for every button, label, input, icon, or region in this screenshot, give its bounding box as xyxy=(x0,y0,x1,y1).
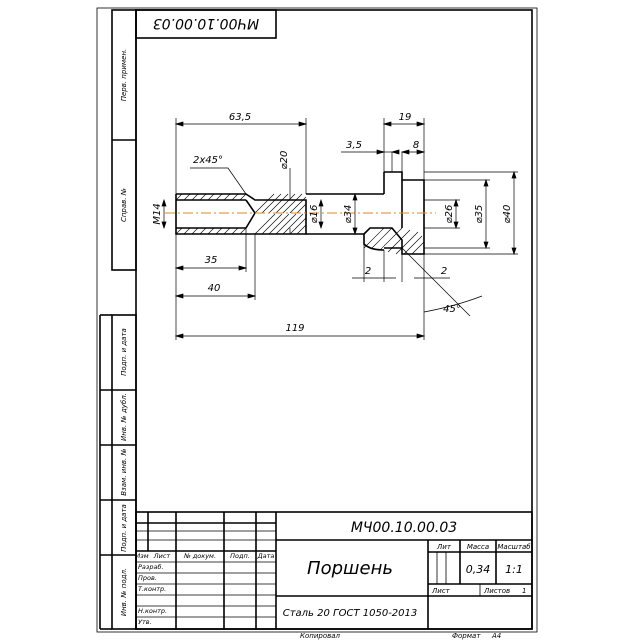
tb-nkontr: Н.контр. xyxy=(138,607,167,615)
part-name: Поршень xyxy=(307,558,393,579)
mass-value: 0,34 xyxy=(466,563,491,576)
dim-19: 19 xyxy=(399,112,412,123)
side-label-podp-data-2: Подп. и дата xyxy=(120,504,128,552)
part-drawing xyxy=(165,171,436,255)
side-label-sprav-no: Справ. № xyxy=(120,188,128,222)
sheets-count: 1 xyxy=(522,587,526,595)
dim-dia-34: ⌀34 xyxy=(343,205,354,224)
side-strip: Перв. примен. Справ. № Подп. и дата Инв.… xyxy=(99,9,137,630)
dim-119: 119 xyxy=(285,323,304,334)
dimension-lines xyxy=(161,118,518,340)
side-label-podp-data-1: Подп. и дата xyxy=(120,328,128,376)
dim-dia-35: ⌀35 xyxy=(474,205,485,224)
side-label-inv-dubl: Инв. № дубл. xyxy=(120,393,128,441)
tb-col-date: Дата xyxy=(257,552,275,560)
tb-col-izm: Изм xyxy=(135,552,148,560)
dim-dia-40: ⌀40 xyxy=(502,205,513,224)
tb-col-sign: Подп. xyxy=(230,552,250,560)
tb-tkontr: Т.контр. xyxy=(138,585,166,593)
tb-utv: Утв. xyxy=(138,618,152,626)
dim-dia-26: ⌀26 xyxy=(444,205,455,224)
dimension-labels: 63,5 19 3,5 8 2x45° ⌀20 М14 ⌀16 ⌀34 ⌀26 … xyxy=(152,112,513,334)
dim-dia-20: ⌀20 xyxy=(279,151,290,170)
dim-8: 8 xyxy=(413,140,419,151)
dim-angle-45: 45° xyxy=(443,304,461,315)
tb-col-list: Лист xyxy=(153,552,171,560)
side-label-vzam-inv: Взам. инв. № xyxy=(120,448,128,496)
top-code-box: МЧ00.10.00.03 xyxy=(135,9,277,39)
scale-header: Масштаб xyxy=(497,543,531,551)
tb-razrab: Разраб. xyxy=(138,563,164,571)
dim-63-5: 63,5 xyxy=(229,112,251,123)
format-label: Формат xyxy=(452,632,481,640)
sheets-label: Листов xyxy=(483,587,510,595)
drawing-code: МЧ00.10.00.03 xyxy=(351,520,457,536)
lit-header: Лит xyxy=(436,543,452,551)
dim-2-right: 2 xyxy=(441,266,447,277)
section-hatching xyxy=(175,193,425,255)
scale-value: 1:1 xyxy=(505,563,523,576)
title-block: Изм Лист № докум. Подп. Дата Разраб. Про… xyxy=(135,511,533,630)
tb-col-doc: № докум. xyxy=(183,552,216,560)
side-label-inv-podl: Инв. № подл. xyxy=(120,568,128,616)
side-label-perv-primen: Перв. примен. xyxy=(120,49,128,102)
dim-dia-16: ⌀16 xyxy=(309,205,320,224)
dim-3-5: 3,5 xyxy=(346,140,362,151)
sheet-frame xyxy=(96,7,538,633)
material: Сталь 20 ГОСТ 1050-2013 xyxy=(283,608,418,619)
format-value: А4 xyxy=(491,632,501,640)
dim-40: 40 xyxy=(208,283,221,294)
sheet-label: Лист xyxy=(431,587,451,595)
tb-prov: Пров. xyxy=(138,574,157,582)
copied-label: Копировал xyxy=(300,632,341,640)
dim-2-left: 2 xyxy=(365,266,371,277)
dim-35: 35 xyxy=(205,255,218,266)
mass-header: Масса xyxy=(467,543,489,551)
top-code-mirrored: МЧ00.10.00.03 xyxy=(153,15,259,31)
dim-chamfer: 2x45° xyxy=(193,155,223,166)
dim-thread: М14 xyxy=(152,203,163,224)
